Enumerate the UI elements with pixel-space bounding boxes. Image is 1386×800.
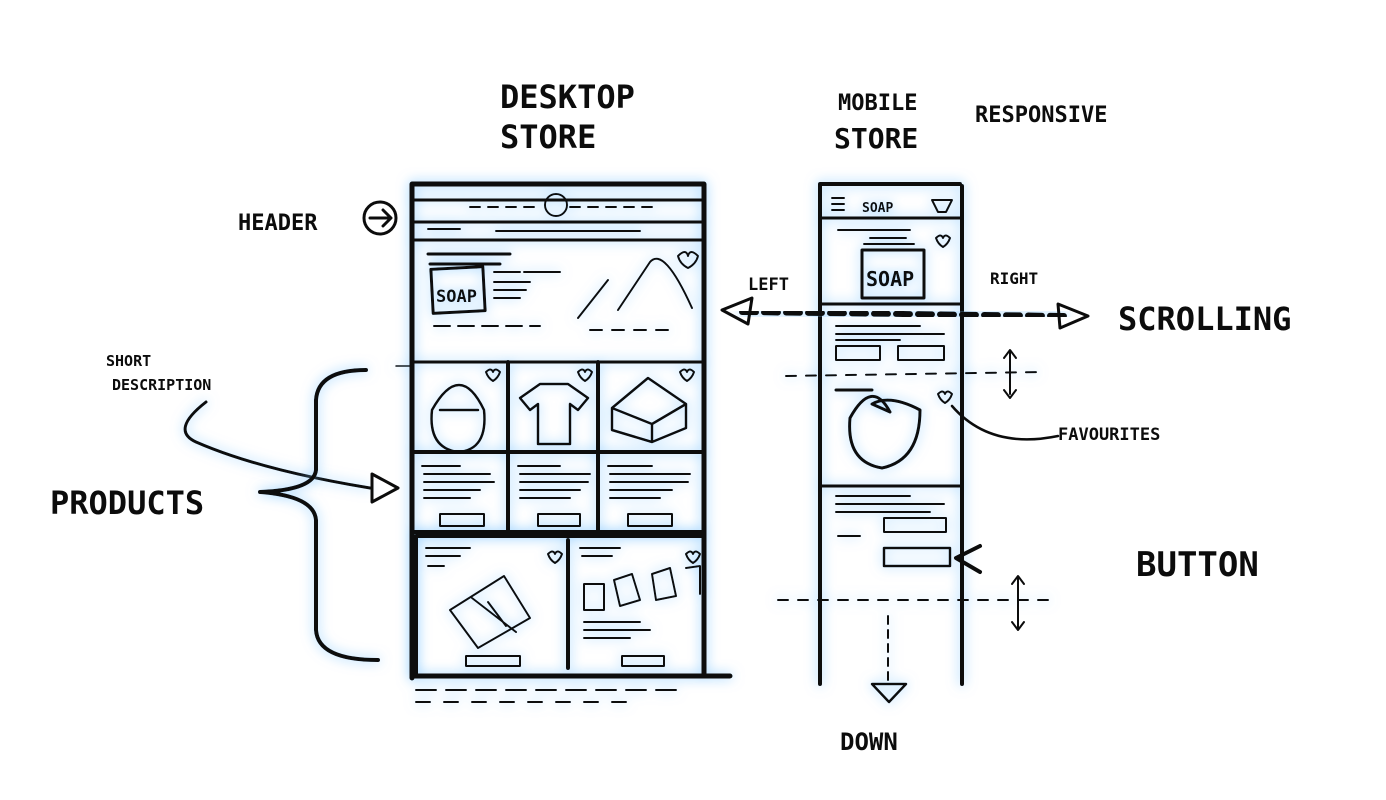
hamburger-menu-icon — [831, 197, 845, 211]
products-brace — [258, 368, 380, 662]
mobile-title-line1: MOBILE — [838, 91, 917, 116]
right-label: RIGHT — [990, 269, 1038, 288]
mobile-soap-label: SOAP — [866, 267, 914, 291]
heart-icon — [677, 251, 699, 269]
short-description-arrow — [183, 400, 372, 490]
mobile-header-logo: SOAP — [862, 201, 893, 216]
header-label: HEADER — [238, 211, 318, 236]
scroll-right-arrowhead — [1056, 302, 1090, 330]
scroll-left-arrowhead — [720, 296, 754, 326]
tshirt-icon — [518, 382, 590, 446]
favourite-icons — [485, 368, 695, 382]
mobile-wireframe: SOAP SOAP — [777, 182, 1051, 704]
arrow-right-circle-icon — [362, 200, 398, 236]
button-pointer-head — [954, 544, 982, 574]
button-label: BUTTON — [1136, 545, 1259, 585]
desktop-wireframe: SOAP — [395, 181, 733, 703]
annotations: HEADER SHORT DESCRIPTION PRODUCTS LEFT R… — [50, 200, 1291, 756]
box-icon — [610, 376, 688, 444]
short-description-label-line2: DESCRIPTION — [112, 376, 211, 394]
cart-icon — [931, 199, 953, 213]
bag-icon — [430, 383, 486, 454]
short-description-label-line1: SHORT — [106, 352, 151, 370]
arrow-up-down-icon-2 — [1011, 575, 1025, 631]
scrolling-arrow — [739, 309, 1069, 319]
mobile-title: MOBILE STORE RESPONSIVE — [834, 91, 1107, 155]
mobile-heart-icon — [935, 234, 951, 248]
scrolling-label: SCROLLING — [1118, 300, 1291, 338]
desktop-soap-label: SOAP — [436, 287, 477, 307]
mobile-soap-product-icon — [860, 248, 926, 300]
responsive-label: RESPONSIVE — [975, 103, 1107, 128]
desktop-title: DESKTOP STORE — [500, 78, 635, 156]
favourites-label: FAVOURITES — [1058, 425, 1160, 445]
desktop-title-line1: DESKTOP — [500, 78, 635, 116]
mobile-favourite-icon — [937, 390, 953, 404]
short-description-arrowhead — [370, 472, 400, 504]
gift-icon — [449, 575, 531, 649]
soap-product-icon — [429, 265, 487, 315]
favourites-pointer — [950, 404, 1060, 441]
logo-icon — [544, 193, 568, 217]
desktop-title-line2: STORE — [500, 118, 596, 156]
arrow-up-down-icon — [1003, 349, 1017, 399]
products-label: PRODUCTS — [50, 484, 204, 522]
mobile-cta-button — [882, 546, 952, 568]
mobile-bag-icon — [848, 394, 922, 470]
mobile-title-line2: STORE — [834, 122, 918, 155]
down-label: DOWN — [840, 728, 898, 756]
left-label: LEFT — [748, 275, 789, 295]
